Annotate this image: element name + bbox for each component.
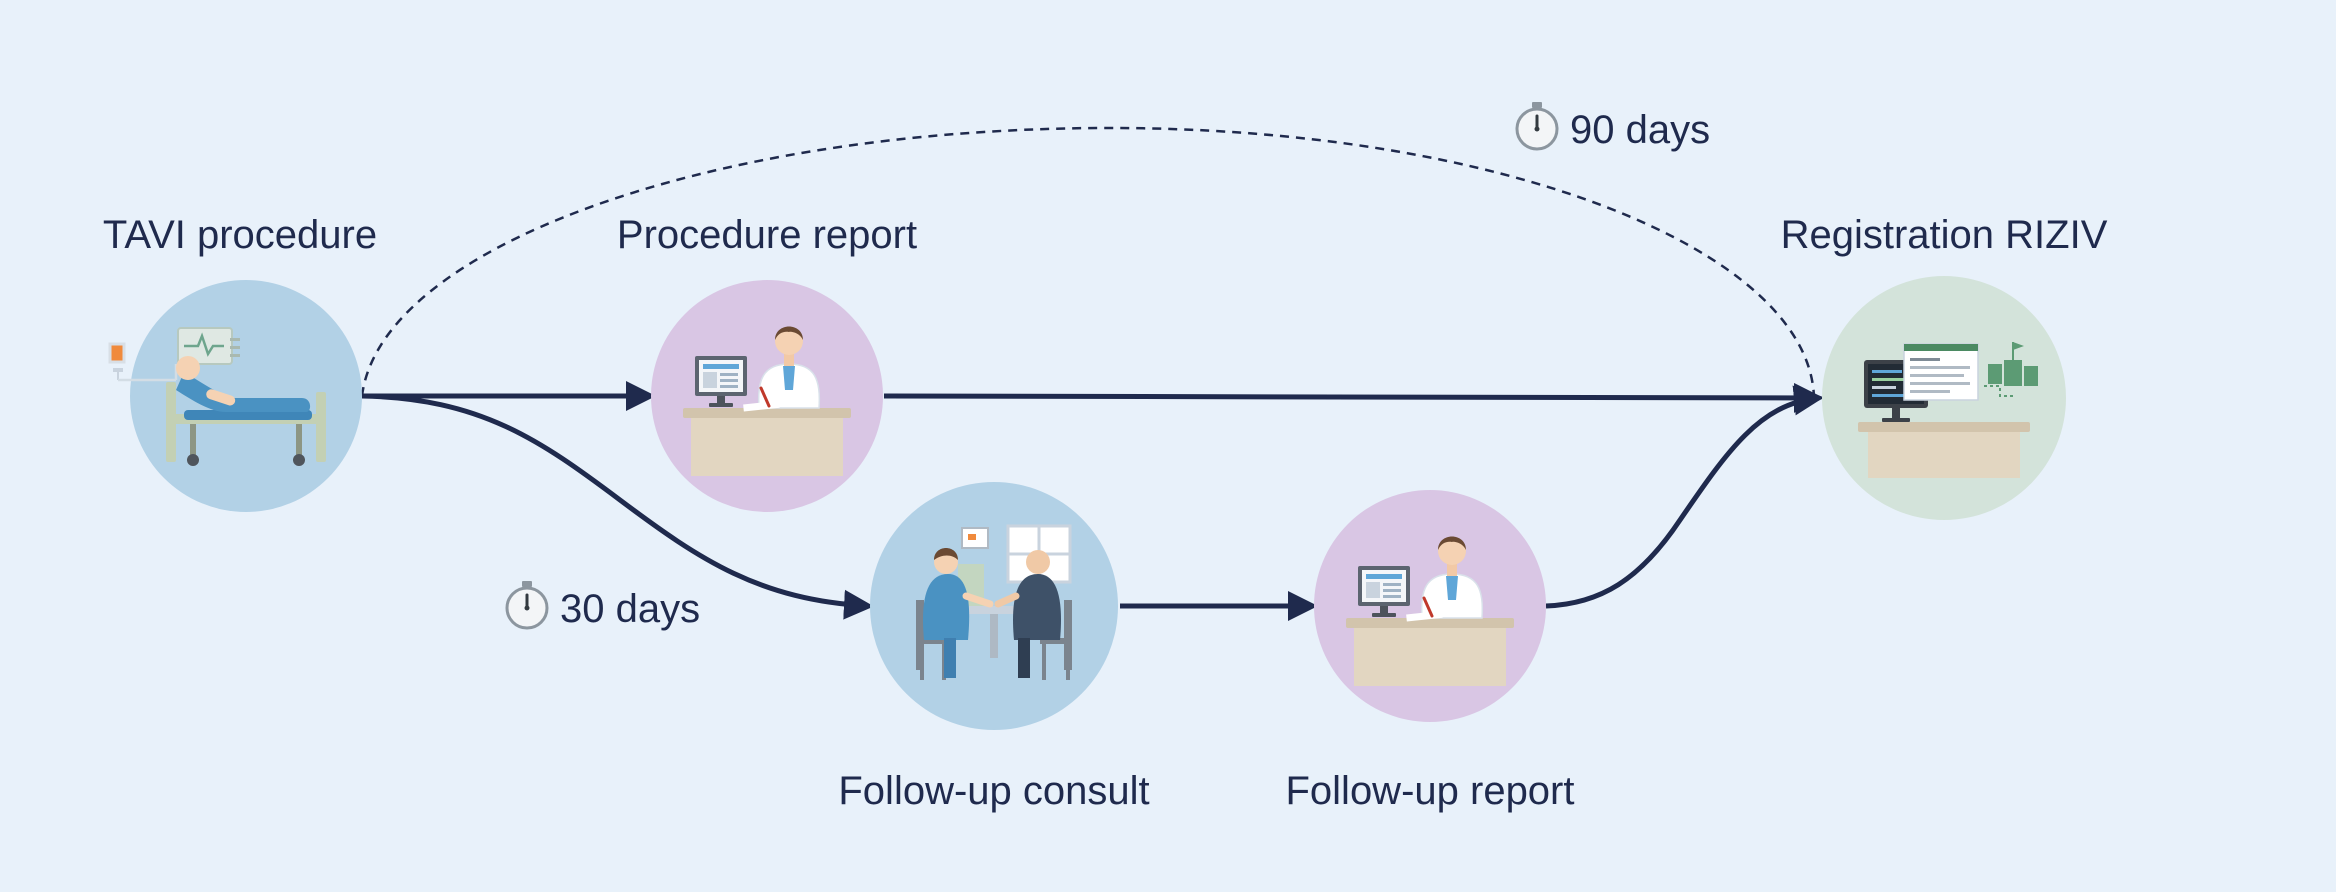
- node-followup-report: Follow-up report: [1285, 490, 1575, 813]
- consultation-icon: [916, 524, 1072, 680]
- node-registration-riziv: Registration RIZIV: [1781, 213, 2108, 520]
- node-tavi-procedure: TAVI procedure: [103, 213, 377, 512]
- hospital-bed-icon: [108, 327, 326, 466]
- timer-90-days-label: 90 days: [1570, 108, 1710, 152]
- node-tavi-label: TAVI procedure: [103, 213, 377, 257]
- node-followup-consult: Follow-up consult: [838, 482, 1150, 813]
- node-followup-report-label: Follow-up report: [1285, 769, 1574, 813]
- arrow-followup-report-to-registration: [1545, 385, 1824, 609]
- node-tavi-circle: [130, 280, 362, 512]
- node-procedure-report-label: Procedure report: [617, 213, 917, 257]
- node-procedure-report: Procedure report: [617, 213, 917, 512]
- registration-office-icon: [1858, 342, 2038, 478]
- timer-30-days: 30 days: [505, 581, 700, 631]
- timer-30-days-label: 30 days: [560, 587, 700, 631]
- stopwatch-icon: [505, 581, 549, 630]
- arrow-tavi-to-followup-consult: [361, 393, 874, 620]
- node-registration-label: Registration RIZIV: [1781, 213, 2108, 257]
- timer-90-days: 90 days: [1515, 102, 1710, 152]
- stopwatch-icon: [1515, 102, 1559, 151]
- dashed-arc-tavi-to-registration: [360, 126, 1816, 399]
- arrow-procedure-report-to-registration: [883, 382, 1824, 413]
- node-followup-consult-label: Follow-up consult: [838, 769, 1149, 813]
